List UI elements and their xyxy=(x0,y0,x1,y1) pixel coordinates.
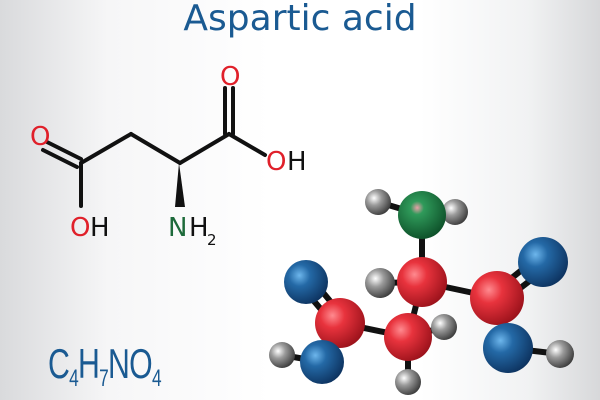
oxygen-atom xyxy=(300,340,344,384)
carbon-atom xyxy=(315,298,365,348)
label-o-left-double: O xyxy=(30,122,50,152)
label-nh2-h: H xyxy=(189,213,209,243)
carbon-atom xyxy=(470,271,524,325)
formula-carbon-count: 4 xyxy=(69,365,79,392)
hydrogen-atom xyxy=(442,199,468,225)
formula-hydrogen-count: 7 xyxy=(99,365,109,392)
hydrogen-atom xyxy=(365,268,395,298)
oxygen-atom xyxy=(518,237,568,287)
hydrogen-atom xyxy=(269,342,295,368)
molecular-formula: C4H7NO4 xyxy=(48,340,162,393)
carbon-atom xyxy=(384,313,432,361)
oxygen-atom xyxy=(284,260,328,304)
oxygen-atom xyxy=(483,323,533,373)
label-oh-left-o: O xyxy=(70,213,90,243)
formula-nitrogen-oxygen: NO xyxy=(108,340,153,387)
carbon-atom xyxy=(397,257,447,307)
label-oh-left-h: H xyxy=(90,213,110,243)
skeletal-bonds xyxy=(41,86,267,208)
hydrogen-atom xyxy=(546,340,574,368)
label-nh2-n: N xyxy=(168,213,187,243)
formula-hydrogen: H xyxy=(78,340,100,387)
label-oh-right-o: O xyxy=(266,147,286,177)
stereo-wedge-bond xyxy=(175,163,185,207)
formula-carbon: C xyxy=(48,340,70,387)
label-o-right-double: O xyxy=(220,62,240,92)
label-nh2-subscript: 2 xyxy=(207,231,217,249)
nitrogen-atom xyxy=(398,191,446,239)
label-oh-right-h: H xyxy=(287,147,307,177)
formula-oxygen-count: 4 xyxy=(151,365,162,392)
page-title: Aspartic acid xyxy=(183,0,417,39)
hydrogen-atom xyxy=(365,189,391,215)
hydrogen-atom xyxy=(431,314,457,340)
hydrogen-atom xyxy=(395,369,421,395)
